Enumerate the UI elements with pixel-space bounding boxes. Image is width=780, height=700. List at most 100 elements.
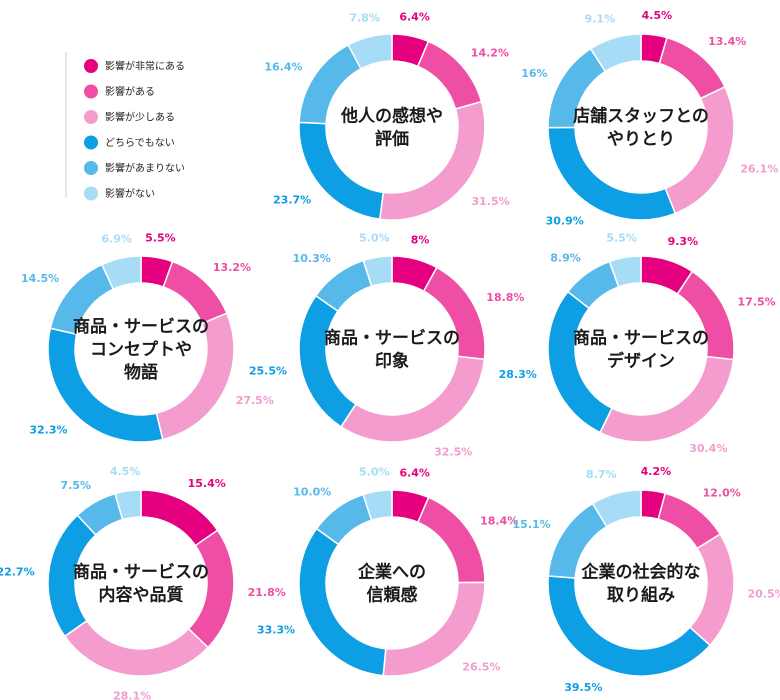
donut-segment [688, 533, 735, 647]
data-label: 7.8% [349, 11, 380, 24]
legend-item: 影響がない [84, 186, 155, 201]
data-label: 4.2% [641, 465, 672, 478]
data-label: 32.3% [29, 423, 67, 436]
chart-title: 信頼感 [367, 585, 418, 606]
data-label: 17.5% [738, 295, 776, 308]
data-label: 26.1% [740, 162, 778, 175]
legend-item: 影響が少しある [84, 110, 175, 124]
data-label: 16% [521, 67, 547, 80]
chart-title: 内容や品質 [99, 585, 184, 606]
chart-title: 評価 [375, 129, 409, 150]
legend-label: 影響がある [105, 85, 155, 98]
chart-title: デザイン [607, 351, 675, 372]
data-label: 5.5% [145, 232, 176, 245]
donut-segment [298, 294, 357, 428]
data-label: 6.4% [399, 466, 430, 479]
donut-segment [347, 33, 393, 70]
legend-swatch [84, 110, 98, 124]
data-label: 28.1% [113, 690, 151, 700]
legend-label: 影響がない [105, 187, 155, 200]
chart-title: 他人の感想や [340, 106, 443, 127]
legend-swatch [84, 161, 98, 175]
legend-label: 影響が少しある [105, 111, 175, 124]
donut-chart: 5.5% 13.2% 27.5% 32.3% 14.5% 6.9% 商品・サービスのコンセプ… [21, 232, 274, 443]
donut-segment [608, 255, 642, 288]
legend-swatch [84, 84, 98, 99]
legend-item: 影響がある [84, 84, 155, 99]
data-label: 13.2% [213, 261, 251, 274]
legend-swatch [84, 59, 98, 73]
data-label: 10.3% [293, 252, 331, 265]
donut-segment [339, 355, 486, 443]
donut-segment [362, 489, 393, 522]
legend-item: 影響が非常にある [84, 59, 185, 73]
data-label: 30.9% [546, 215, 584, 228]
donut-segment [547, 290, 613, 434]
data-label: 32.5% [434, 445, 472, 458]
legend-label: 影響が非常にある [105, 60, 185, 73]
legend-item: 影響があまりない [84, 161, 185, 175]
data-label: 18.8% [486, 291, 524, 304]
chart-title: コンセプトや [90, 339, 192, 360]
chart-title: 印象 [375, 351, 409, 372]
data-label: 31.5% [472, 195, 510, 208]
data-label: 16.4% [264, 61, 302, 74]
data-label: 8.9% [550, 251, 581, 264]
data-label: 14.2% [471, 46, 509, 59]
chart-title: 商品・サービスの [324, 328, 460, 349]
data-label: 13.4% [708, 35, 746, 48]
data-label: 18.4% [480, 514, 518, 527]
chart-title: 企業への [357, 562, 426, 583]
data-label: 14.5% [21, 272, 59, 285]
donut-segment [63, 619, 210, 677]
donut-segment [100, 255, 142, 291]
data-label: 33.3% [257, 624, 295, 637]
data-label: 5.5% [606, 232, 637, 245]
data-label: 9.3% [668, 235, 699, 248]
data-label: 6.4% [399, 10, 430, 23]
data-label: 5.0% [359, 231, 390, 244]
data-label: 27.5% [236, 394, 274, 407]
data-label: 6.9% [101, 233, 132, 246]
data-label: 8% [411, 234, 430, 247]
chart-title: 取り組み [607, 585, 675, 606]
data-label: 21.8% [248, 586, 286, 599]
donut-segment [298, 121, 385, 221]
data-label: 4.5% [110, 465, 141, 478]
data-label: 15.4% [188, 477, 226, 490]
data-label: 20.5% [748, 587, 780, 600]
donut-segment [114, 489, 142, 521]
chart-title: 店舗スタッフとの [573, 106, 709, 127]
donut-segment [591, 489, 642, 528]
chart-title: やりとり [607, 130, 675, 150]
legend-swatch [84, 135, 98, 150]
donut-segment [362, 255, 393, 288]
data-label: 28.3% [499, 368, 537, 381]
legend-swatch [84, 186, 98, 201]
donut-segment [187, 529, 235, 649]
data-label: 15.1% [513, 518, 551, 531]
data-label: 4.5% [642, 9, 673, 22]
donut-segment [140, 489, 219, 547]
data-label: 23.7% [273, 193, 311, 206]
data-label: 5.0% [359, 465, 390, 478]
chart-title: 物語 [124, 362, 158, 383]
chart-title: 商品・サービスの [73, 316, 209, 337]
donut-chart: 15.4%21.8%28.1%22.7%7.5%4.5%商品・サービスの内容や品… [0, 465, 286, 700]
data-label: 8.7% [586, 468, 617, 481]
legend-label: 影響があまりない [105, 162, 185, 175]
data-label: 9.1% [585, 13, 616, 26]
legend-label: どちらでもない [105, 137, 175, 149]
data-label: 26.5% [462, 660, 500, 673]
legend-item: どちらでもない [84, 135, 175, 150]
data-label: 12.0% [703, 486, 741, 499]
